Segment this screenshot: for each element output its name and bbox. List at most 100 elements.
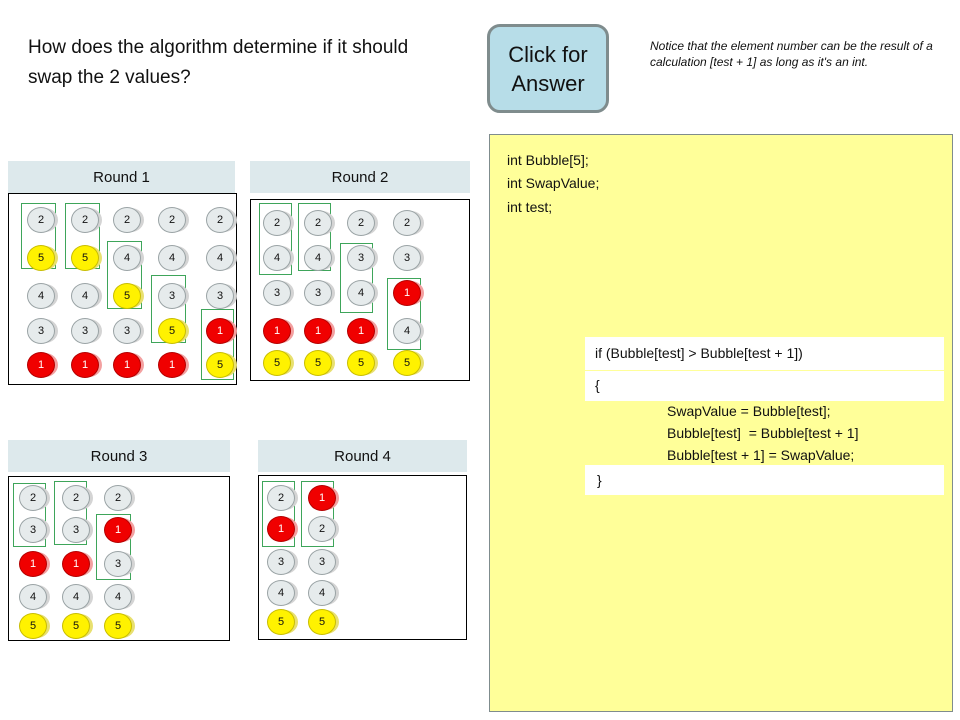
ball-value-2: 2 — [347, 210, 375, 236]
ball-value-5: 5 — [393, 350, 421, 376]
ball-value-1: 1 — [19, 551, 47, 577]
ball-value-3: 3 — [113, 318, 141, 344]
ball-value-5: 5 — [263, 350, 291, 376]
ball-value-2: 2 — [393, 210, 421, 236]
ball-value-2: 2 — [71, 207, 99, 233]
code-if-condition: if (Bubble[test] > Bubble[test + 1]) — [595, 345, 803, 361]
ball-value-5: 5 — [267, 609, 295, 635]
code-declaration: int test; — [507, 199, 553, 215]
compare-highlight — [301, 481, 334, 547]
compare-highlight — [340, 243, 373, 313]
ball-value-1: 1 — [113, 352, 141, 378]
question-text: How does the algorithm determine if it s… — [28, 37, 409, 88]
code-swap-line: Bubble[test] = Bubble[test + 1] — [667, 425, 859, 441]
ball-value-3: 3 — [71, 318, 99, 344]
ball-value-5: 5 — [104, 613, 132, 639]
ball-value-2: 2 — [206, 207, 234, 233]
ball-value-5: 5 — [27, 245, 55, 271]
ball-value-3: 3 — [267, 549, 295, 575]
ball-value-2: 2 — [267, 485, 295, 511]
ball-value-3: 3 — [347, 245, 375, 271]
ball-value-1: 1 — [62, 551, 90, 577]
ball-value-2: 2 — [263, 210, 291, 236]
ball-value-1: 1 — [263, 318, 291, 344]
ball-value-4: 4 — [19, 584, 47, 610]
code-close-brace: } — [597, 472, 602, 488]
code-declaration: int SwapValue; — [507, 175, 600, 191]
ball-value-3: 3 — [304, 280, 332, 306]
ball-value-1: 1 — [393, 280, 421, 306]
ball-value-5: 5 — [308, 609, 336, 635]
ball-value-1: 1 — [158, 352, 186, 378]
ball-value-4: 4 — [304, 245, 332, 271]
compare-highlight — [54, 481, 87, 545]
ball-value-3: 3 — [62, 517, 90, 543]
compare-highlight — [262, 481, 295, 547]
round-1-header: Round 1 — [8, 161, 235, 193]
compare-highlight — [387, 278, 421, 350]
ball-value-4: 4 — [71, 283, 99, 309]
ball-value-3: 3 — [206, 283, 234, 309]
if-line-box: if (Bubble[test] > Bubble[test + 1]) — [585, 337, 944, 370]
ball-value-2: 2 — [19, 485, 47, 511]
compare-highlight — [201, 309, 234, 380]
code-panel: int Bubble[5]; int SwapValue; int test; … — [489, 134, 953, 712]
code-open-brace: { — [595, 377, 600, 393]
compare-highlight — [13, 483, 46, 547]
round-3-header: Round 3 — [8, 440, 230, 472]
ball-value-1: 1 — [206, 318, 234, 344]
ball-value-2: 2 — [113, 207, 141, 233]
ball-value-2: 2 — [308, 516, 336, 542]
round-2-header: Round 2 — [250, 161, 470, 193]
ball-value-5: 5 — [19, 613, 47, 639]
ball-value-1: 1 — [267, 516, 295, 542]
ball-value-4: 4 — [393, 318, 421, 344]
round-4-header: Round 4 — [258, 440, 467, 472]
ball-value-3: 3 — [393, 245, 421, 271]
ball-value-4: 4 — [27, 283, 55, 309]
compare-highlight — [259, 203, 292, 275]
click-for-answer-button[interactable]: Click for Answer — [487, 24, 609, 113]
ball-value-5: 5 — [62, 613, 90, 639]
ball-value-2: 2 — [158, 207, 186, 233]
code-swap-line: Bubble[test + 1] = SwapValue; — [667, 447, 855, 463]
ball-value-4: 4 — [347, 280, 375, 306]
ball-value-3: 3 — [308, 549, 336, 575]
notice-text: Notice that the element number can be th… — [650, 39, 933, 69]
ball-value-1: 1 — [27, 352, 55, 378]
close-brace-box: } — [585, 465, 944, 495]
ball-value-4: 4 — [267, 580, 295, 606]
ball-value-5: 5 — [71, 245, 99, 271]
ball-value-3: 3 — [104, 551, 132, 577]
ball-value-4: 4 — [263, 245, 291, 271]
ball-value-4: 4 — [206, 245, 234, 271]
ball-value-4: 4 — [113, 245, 141, 271]
ball-value-3: 3 — [263, 280, 291, 306]
ball-value-3: 3 — [27, 318, 55, 344]
ball-value-5: 5 — [206, 352, 234, 378]
ball-value-5: 5 — [304, 350, 332, 376]
ball-value-4: 4 — [158, 245, 186, 271]
ball-value-3: 3 — [19, 517, 47, 543]
ball-value-2: 2 — [104, 485, 132, 511]
ball-value-1: 1 — [308, 485, 336, 511]
compare-highlight — [96, 514, 131, 580]
ball-value-4: 4 — [308, 580, 336, 606]
ball-value-4: 4 — [62, 584, 90, 610]
ball-value-2: 2 — [62, 485, 90, 511]
ball-value-4: 4 — [104, 584, 132, 610]
code-declaration: int Bubble[5]; — [507, 152, 589, 168]
ball-value-3: 3 — [158, 283, 186, 309]
ball-value-1: 1 — [104, 517, 132, 543]
code-swap-line: SwapValue = Bubble[test]; — [667, 403, 831, 419]
ball-value-5: 5 — [113, 283, 141, 309]
ball-value-1: 1 — [347, 318, 375, 344]
ball-value-5: 5 — [158, 318, 186, 344]
ball-value-2: 2 — [304, 210, 332, 236]
ball-value-1: 1 — [71, 352, 99, 378]
open-brace-box: { — [585, 371, 944, 401]
